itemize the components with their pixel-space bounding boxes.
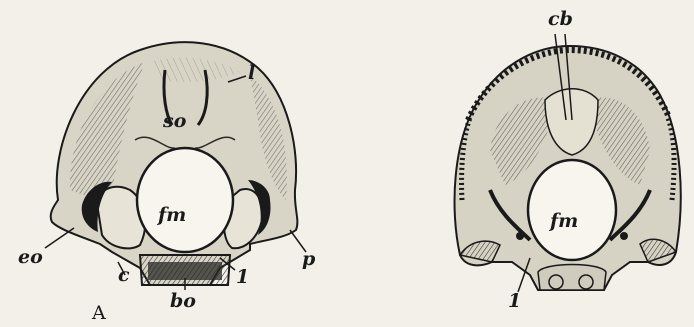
label-1-right: 1: [508, 292, 521, 311]
label-fm-right: fm: [550, 212, 578, 231]
panel-label: A: [92, 304, 106, 323]
label-l: l: [248, 64, 255, 83]
label-fm-left: fm: [158, 206, 186, 225]
label-c: c: [118, 266, 130, 285]
label-so: so: [163, 112, 186, 131]
right-occipital-bone: [455, 46, 681, 290]
label-bo: bo: [170, 292, 196, 311]
label-p: p: [302, 250, 315, 269]
label-1-left: 1: [236, 268, 249, 287]
left-foramen-magnum: [137, 148, 233, 252]
label-eo: eo: [18, 248, 43, 267]
left-occipital-bone: [51, 42, 298, 285]
label-cb: cb: [548, 10, 573, 29]
